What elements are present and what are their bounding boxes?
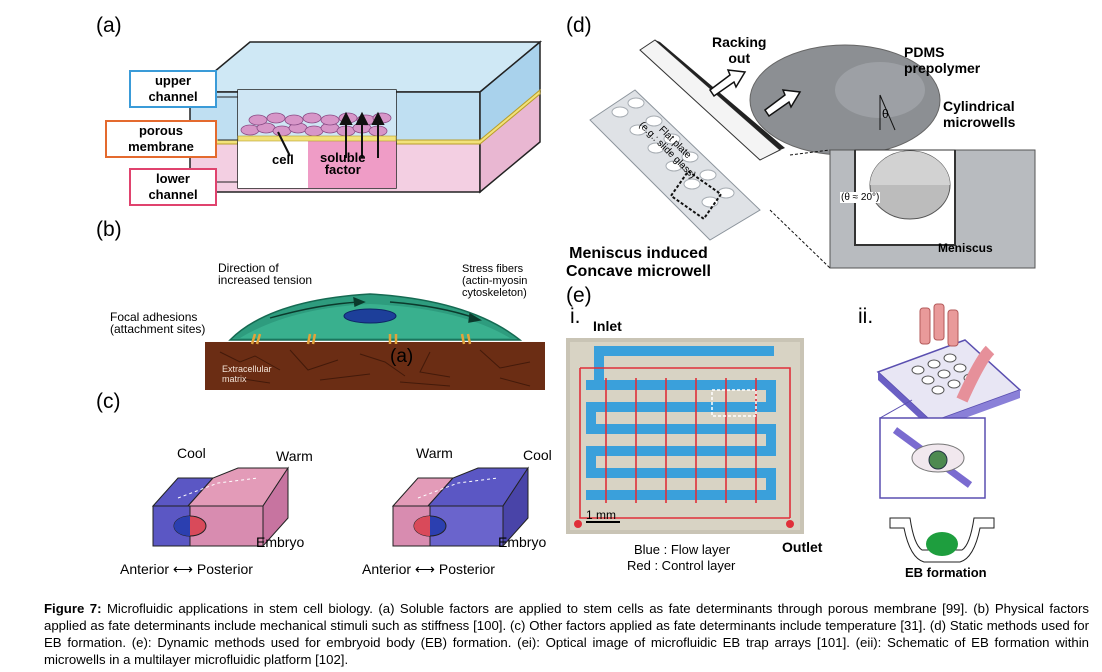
scale-bar-label: 1 mm [586, 508, 616, 522]
caption-label: Figure 7: [44, 601, 102, 616]
temperature-embryo-diagrams [151, 466, 529, 548]
porous-membrane-label: porous membrane [105, 120, 217, 158]
panel-ei-label: i. [570, 305, 581, 328]
c-left-warm: Warm [276, 448, 313, 464]
panel-d-label: (d) [566, 14, 592, 37]
caption-text: Microfluidic applications in stem cell b… [44, 601, 1089, 667]
racking-out-label: Racking out [712, 34, 767, 66]
panel-e-label: (e) [566, 284, 592, 307]
meniscus-label: Meniscus [938, 241, 993, 255]
eb-formation-diagram [876, 303, 1022, 563]
direction-tension-label: Direction of increased tension [218, 261, 313, 287]
panel-eii-label: ii. [858, 305, 874, 328]
theta-label: θ [882, 107, 889, 121]
c-left-cool: Cool [177, 445, 206, 461]
ecm-label: Extracellular matrix [222, 364, 272, 384]
legend-red: Red : Control layer [627, 558, 736, 573]
c-left-axis: Anterior ⟷ Posterior [120, 561, 253, 577]
upper-channel-label: upper channel [129, 70, 217, 108]
overlay-a-label: (a) [390, 346, 414, 367]
c-left-embryo: Embryo [256, 534, 305, 550]
c-right-cool: Cool [523, 447, 552, 463]
focal-adhesions-label: Focal adhesions (attachment sites) [110, 310, 206, 336]
meniscus-induced-label: Meniscus induced Concave microwell [566, 245, 711, 280]
theta-approx-label: (θ ≈ 20°) [840, 192, 881, 203]
cell-label: cell [272, 152, 294, 167]
c-right-embryo: Embryo [498, 534, 547, 550]
legend-blue: Blue : Flow layer [634, 542, 731, 557]
microfluidic-chip-image [566, 338, 804, 534]
pdms-label: PDMS prepolymer [904, 44, 981, 76]
panel-b-label: (b) [96, 218, 122, 241]
figure-caption: Figure 7: Microfluidic applications in s… [44, 600, 1089, 668]
cell-tension-diagram [205, 293, 545, 390]
panel-c-label: (c) [96, 390, 121, 413]
inlet-label: Inlet [593, 318, 622, 334]
stress-fibers-label: Stress fibers (actin-myosin cytoskeleton… [462, 263, 528, 299]
panel-a-label: (a) [96, 14, 122, 37]
eb-formation-label: EB formation [905, 565, 987, 580]
outlet-label: Outlet [782, 539, 823, 555]
c-right-axis: Anterior ⟷ Posterior [362, 561, 495, 577]
soluble-factor-label: soluble factor [320, 150, 366, 177]
c-right-warm: Warm [416, 445, 453, 461]
cylindrical-label: Cylindrical microwells [943, 98, 1016, 130]
lower-channel-label: lower channel [129, 168, 217, 206]
microwell-formation-diagram [589, 39, 1036, 269]
